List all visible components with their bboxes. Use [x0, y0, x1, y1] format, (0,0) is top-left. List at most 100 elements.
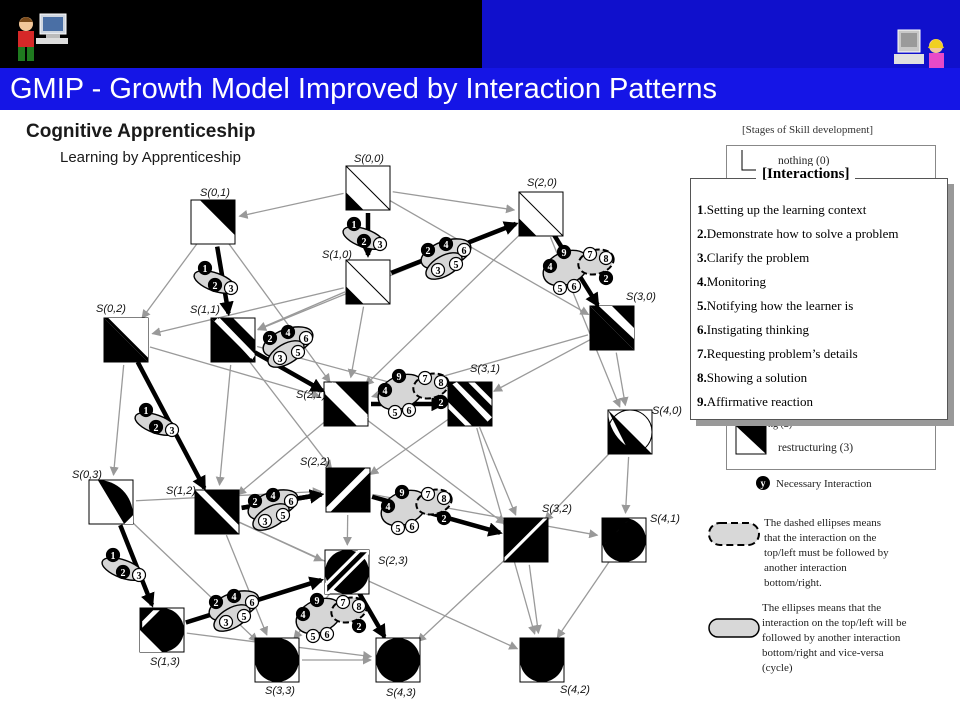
stage-node: [323, 381, 369, 427]
interaction-number: 3: [170, 426, 175, 437]
stage-node: [503, 517, 549, 563]
interaction-number: 9: [562, 248, 567, 259]
interaction-number-badge: [566, 278, 582, 294]
interaction-item: 8.Showing a solution: [697, 370, 808, 385]
node-label: S(3,1): [470, 363, 500, 375]
node-label: S(0,1): [200, 187, 230, 199]
interaction-number-badge: [542, 258, 558, 274]
interaction-number-badge: [208, 594, 224, 610]
interaction-number-badge: [552, 280, 568, 296]
interaction-number: 6: [289, 497, 294, 508]
svg-text:y: y: [761, 479, 766, 490]
interaction-number: 2: [604, 274, 609, 285]
interaction-number-badge: [197, 260, 213, 276]
interactions-list: 1.Setting up the learning context 2.Demo…: [697, 200, 898, 416]
stage-label-partial: ng (2): [768, 419, 793, 430]
interaction-number: 4: [301, 610, 306, 621]
transition-arrow: [528, 564, 542, 635]
interaction-number-badge: [335, 594, 351, 610]
stage-label-nothing: nothing (0): [778, 155, 830, 167]
stage-node: [254, 637, 300, 683]
stage-node: [519, 637, 565, 683]
interaction-number: 3: [137, 571, 142, 582]
node-label: S(4,0): [652, 405, 682, 417]
node-label: S(4,2): [560, 684, 590, 696]
stage-node: [194, 489, 240, 535]
interaction-number-badge: [138, 402, 154, 418]
interaction-number-badge: [356, 233, 372, 249]
stage-node: [345, 165, 391, 211]
transition-arrow: [109, 364, 125, 477]
interaction-number: 3: [263, 517, 268, 528]
stage-node: [88, 479, 134, 525]
interactions-panel: [690, 178, 948, 420]
interaction-number-badge: [372, 236, 388, 252]
node-label: S(4,3): [386, 687, 416, 699]
diagram-subtitle: Cognitive Apprenticeship: [26, 121, 256, 142]
stages-title: [Stages of Skill development]: [742, 124, 874, 136]
interaction-number-badge: [420, 242, 436, 258]
interaction-number-badge: [448, 256, 464, 272]
interaction-number-badge: [226, 588, 242, 604]
interaction-number: 2: [154, 423, 159, 434]
stage-node: [103, 317, 149, 363]
node-label: S(3,2): [542, 503, 572, 515]
transition-arrow: [225, 534, 268, 636]
stage-node: [589, 305, 635, 351]
interaction-number-badge: [390, 520, 406, 536]
interaction-number-badge: [290, 344, 306, 360]
stage-node: [190, 199, 236, 245]
interaction-number: 6: [250, 598, 255, 609]
interaction-number-badge: [236, 608, 252, 624]
interaction-number-badge: [391, 368, 407, 384]
node-label: S(2,1): [296, 389, 326, 401]
interaction-number-badge: [377, 382, 393, 398]
interaction-number: 6: [572, 282, 577, 293]
interaction-number: 2: [214, 598, 219, 609]
transition-arrow: [389, 199, 590, 316]
interaction-number-badge: [275, 507, 291, 523]
node-label: S(2,2): [300, 456, 330, 468]
student-computer-icon: [18, 13, 68, 61]
interaction-number-badge: [218, 614, 234, 630]
transition-arrow: [247, 359, 333, 470]
interaction-number-badge: [401, 402, 417, 418]
node-label: S(3,0): [626, 291, 656, 303]
diagram-subtitle-secondary: Learning by Apprenticeship: [60, 149, 241, 166]
interaction-number-badge: [207, 277, 223, 293]
interaction-number: 7: [341, 598, 346, 609]
interaction-number-badge: [417, 370, 433, 386]
interaction-number-badge: [438, 236, 454, 252]
transition-arrow: [615, 352, 629, 407]
interaction-number: 3: [436, 266, 441, 277]
interaction-number-badge: [582, 246, 598, 262]
interaction-number-badge: [556, 244, 572, 260]
interaction-item: 4.Monitoring: [697, 274, 766, 289]
stage-node: [345, 259, 391, 305]
interaction-item: 6.Instigating thinking: [697, 322, 809, 337]
node-label: S(1,2): [166, 485, 196, 497]
dashed-ellipse-icon: [708, 522, 760, 546]
node-label: S(2,0): [527, 177, 557, 189]
interaction-number: 4: [383, 386, 388, 397]
interaction-number: 4: [271, 491, 276, 502]
interaction-number-badge: [115, 564, 131, 580]
node-label: S(4,1): [650, 513, 680, 525]
interaction-number: 4: [232, 592, 237, 603]
main-path-arrow: [253, 350, 326, 393]
interaction-number: 9: [315, 596, 320, 607]
interaction-number: 1: [111, 551, 116, 562]
interaction-number-badge: [164, 422, 180, 438]
interaction-item: 1.Setting up the learning context: [697, 202, 867, 217]
header-blue-band: [482, 0, 960, 68]
node-label: S(0,3): [72, 469, 102, 481]
stage-node: [607, 409, 653, 455]
node-label: S(3,3): [265, 685, 295, 697]
interaction-number: 2: [121, 568, 126, 579]
interaction-number-badge: [433, 394, 449, 410]
transition-arrow: [417, 556, 509, 643]
interaction-number-badge: [298, 330, 314, 346]
interaction-number-badge: [436, 510, 452, 526]
